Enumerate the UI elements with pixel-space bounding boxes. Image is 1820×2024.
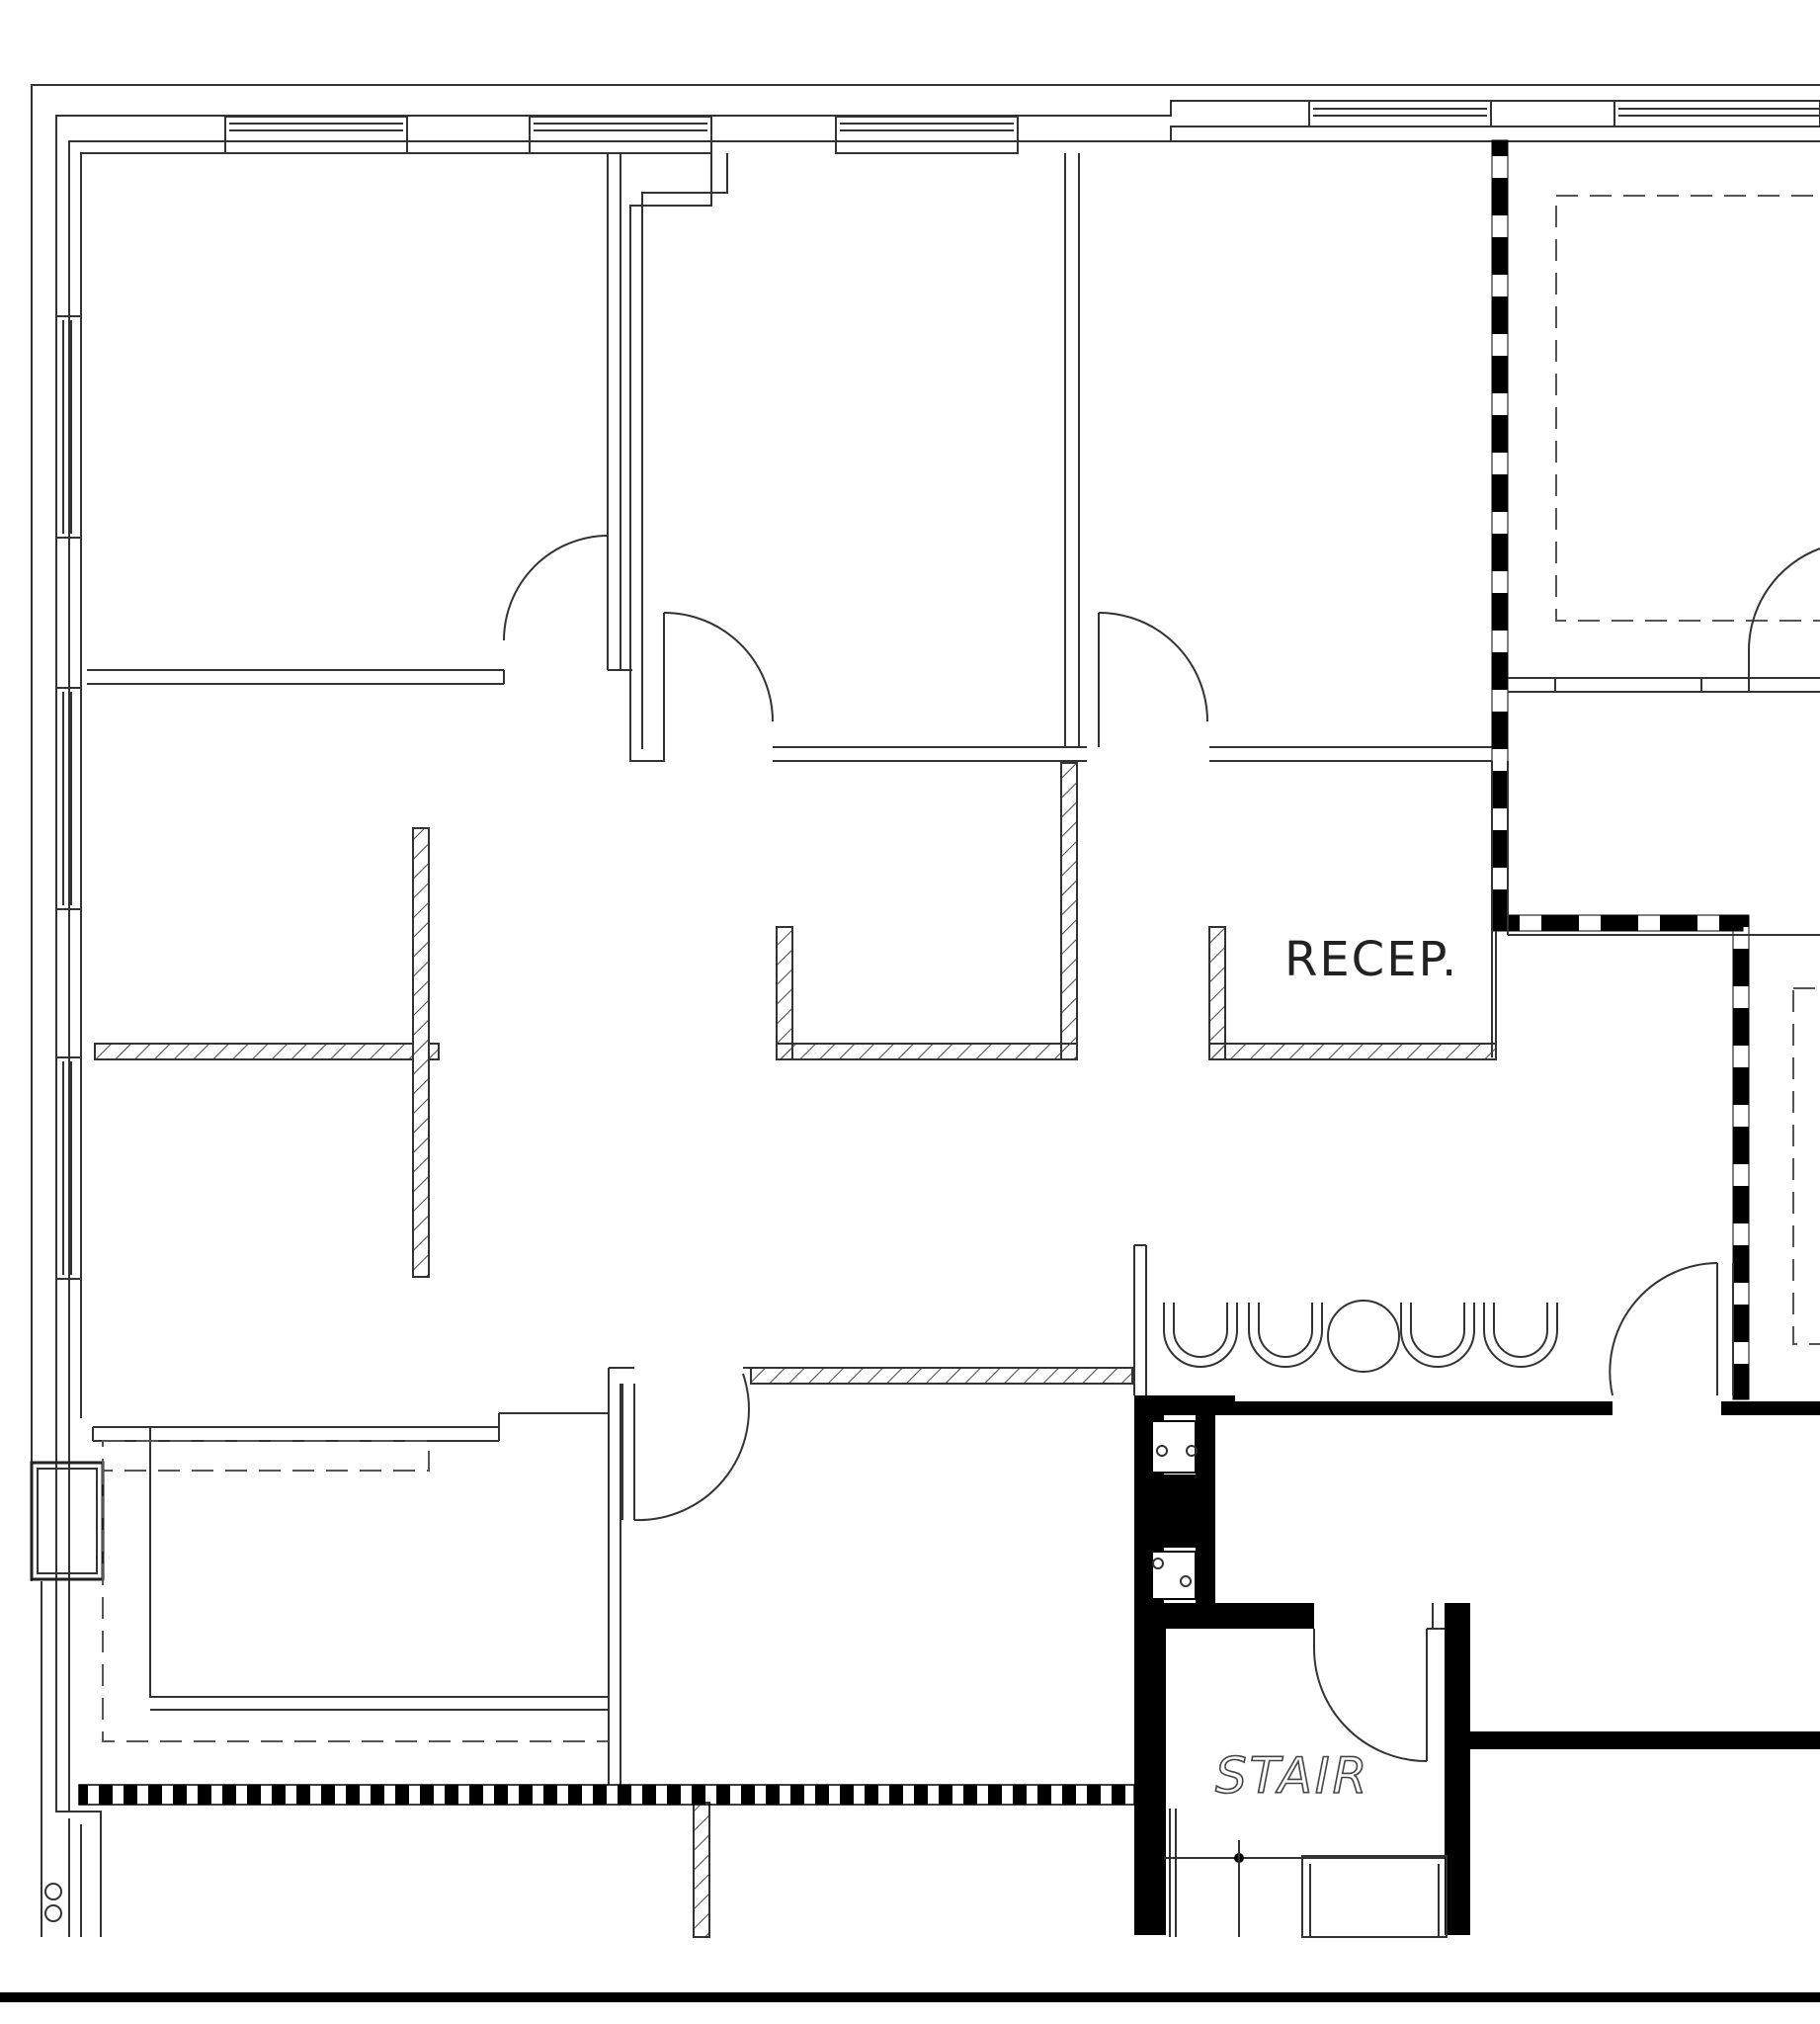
partition-vertical-left — [412, 827, 430, 1278]
partition-recep-left — [1208, 926, 1226, 1060]
fixture-alcove — [1133, 1244, 1147, 1395]
exterior-wall — [31, 84, 1820, 1937]
door-corridor-right — [1609, 1262, 1734, 1396]
fixture-round — [1327, 1300, 1400, 1373]
window-top-3 — [835, 116, 1019, 154]
window-left-3 — [55, 1056, 82, 1280]
reception-area: RECEP. — [1284, 931, 1497, 1059]
reception-label: RECEP. — [1284, 932, 1458, 987]
fixture-2 — [1248, 1303, 1323, 1368]
partition-bottom-hall — [750, 1367, 1133, 1385]
door-office-2 — [663, 612, 774, 747]
office-3 — [1098, 613, 1492, 762]
shaft-openings — [1151, 1420, 1198, 1600]
door-office-3 — [1098, 612, 1208, 722]
bottom-left-fixtures — [41, 1581, 70, 1937]
stair-label: STAIR — [1215, 1747, 1369, 1805]
window-top-1 — [224, 116, 408, 154]
door-office-1 — [503, 535, 609, 670]
sheet-border-bottom — [0, 1992, 1820, 2002]
fixture-3 — [1400, 1303, 1475, 1368]
partition-horizontal-left — [94, 1043, 414, 1060]
office-bottom-left — [92, 1367, 634, 1785]
partition-horizontal-left-2 — [428, 1043, 440, 1060]
window-top-4 — [1308, 100, 1492, 127]
demising-wall-vertical-2 — [1732, 914, 1750, 1400]
window-top-2 — [529, 116, 712, 154]
demising-wall-horizontal-bottom — [78, 1784, 1135, 1806]
fixture-1 — [1163, 1303, 1238, 1368]
office-1 — [87, 153, 632, 685]
column-left — [30, 1461, 105, 1581]
demising-wall-horizontal-1 — [1491, 914, 1744, 932]
demising-wall-vertical-1 — [1491, 139, 1509, 922]
stair: STAIR — [1164, 1603, 1448, 1938]
partition-bottom-short — [693, 1802, 710, 1938]
partition-u-right-side — [1060, 762, 1078, 1060]
partition-u-left-side — [776, 926, 793, 1060]
partition-recep-bottom — [1208, 1043, 1497, 1060]
partition-u-bottom — [776, 1043, 1078, 1060]
window-left-1 — [55, 315, 82, 539]
core-walls — [1134, 1395, 1820, 1935]
office-2 — [629, 153, 1087, 762]
window-top-5 — [1613, 100, 1820, 127]
door-office-bottom — [621, 1367, 751, 1522]
office-right — [1491, 195, 1820, 1345]
fixture-4 — [1483, 1303, 1558, 1368]
window-left-2 — [55, 687, 82, 910]
